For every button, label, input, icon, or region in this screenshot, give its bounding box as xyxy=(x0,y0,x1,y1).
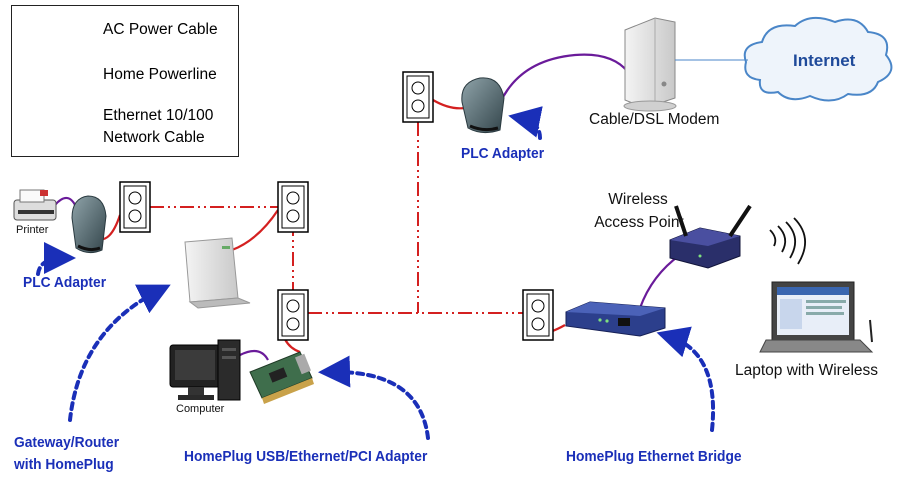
arrow-homeplug-adapter xyxy=(318,355,430,440)
legend-powerline-label: Home Powerline xyxy=(103,66,217,83)
gateway-label-line1: Gateway/Router xyxy=(14,434,120,451)
homeplug-adapter-label: HomePlug USB/Ethernet/PCI Adapter xyxy=(184,448,428,465)
wireless-signal-icon xyxy=(769,217,806,265)
pci-adapter-card-icon xyxy=(249,351,314,404)
modem-label: Cable/DSL Modem xyxy=(589,111,720,128)
callout-arrows xyxy=(36,106,715,440)
wireless-access-point-icon xyxy=(669,204,752,269)
legend-ac-power-label: AC Power Cable xyxy=(103,21,218,38)
computer-label: Computer xyxy=(176,403,225,415)
legend-ethernet-label-line1: Ethernet 10/100 xyxy=(103,107,214,124)
laptop-label: Laptop with Wireless xyxy=(735,362,879,379)
arrow-plc-adapter-top xyxy=(508,106,543,140)
arrow-homeplug-bridge xyxy=(656,326,715,432)
outlet-left xyxy=(119,181,151,233)
laptop-icon xyxy=(759,281,874,353)
printer-label: Printer xyxy=(16,224,49,236)
outlet-right xyxy=(522,289,554,341)
powerline-network xyxy=(150,122,523,314)
outlet-top xyxy=(402,71,434,123)
modem-icon xyxy=(623,17,677,112)
plc-adapter-left-label: PLC Adapter xyxy=(23,274,107,291)
computer-icon xyxy=(169,339,241,401)
plc-adapter-top-icon xyxy=(461,77,505,134)
plc-adapter-left-icon xyxy=(71,195,107,254)
legend xyxy=(11,5,239,157)
ethernet-bridge-icon xyxy=(565,301,666,337)
outlet-mid-lower xyxy=(277,289,309,341)
plc-adapter-top-label: PLC Adapter xyxy=(461,145,545,162)
arrow-plc-adapter-left xyxy=(36,242,76,276)
printer-icon xyxy=(13,189,57,221)
outlet-mid-upper xyxy=(277,181,309,233)
internet-cloud xyxy=(743,16,893,102)
internet-label: Internet xyxy=(793,51,856,70)
wireless-ap-label-line2: Access Point xyxy=(594,214,684,231)
gateway-label-line2: with HomePlug xyxy=(14,456,114,473)
arrow-gateway xyxy=(68,284,171,422)
gateway-router-icon xyxy=(184,237,251,309)
wireless-ap-label-line1: Wireless xyxy=(608,191,668,208)
homeplug-bridge-label: HomePlug Ethernet Bridge xyxy=(566,448,742,465)
legend-ethernet-label-line2: Network Cable xyxy=(103,129,205,146)
